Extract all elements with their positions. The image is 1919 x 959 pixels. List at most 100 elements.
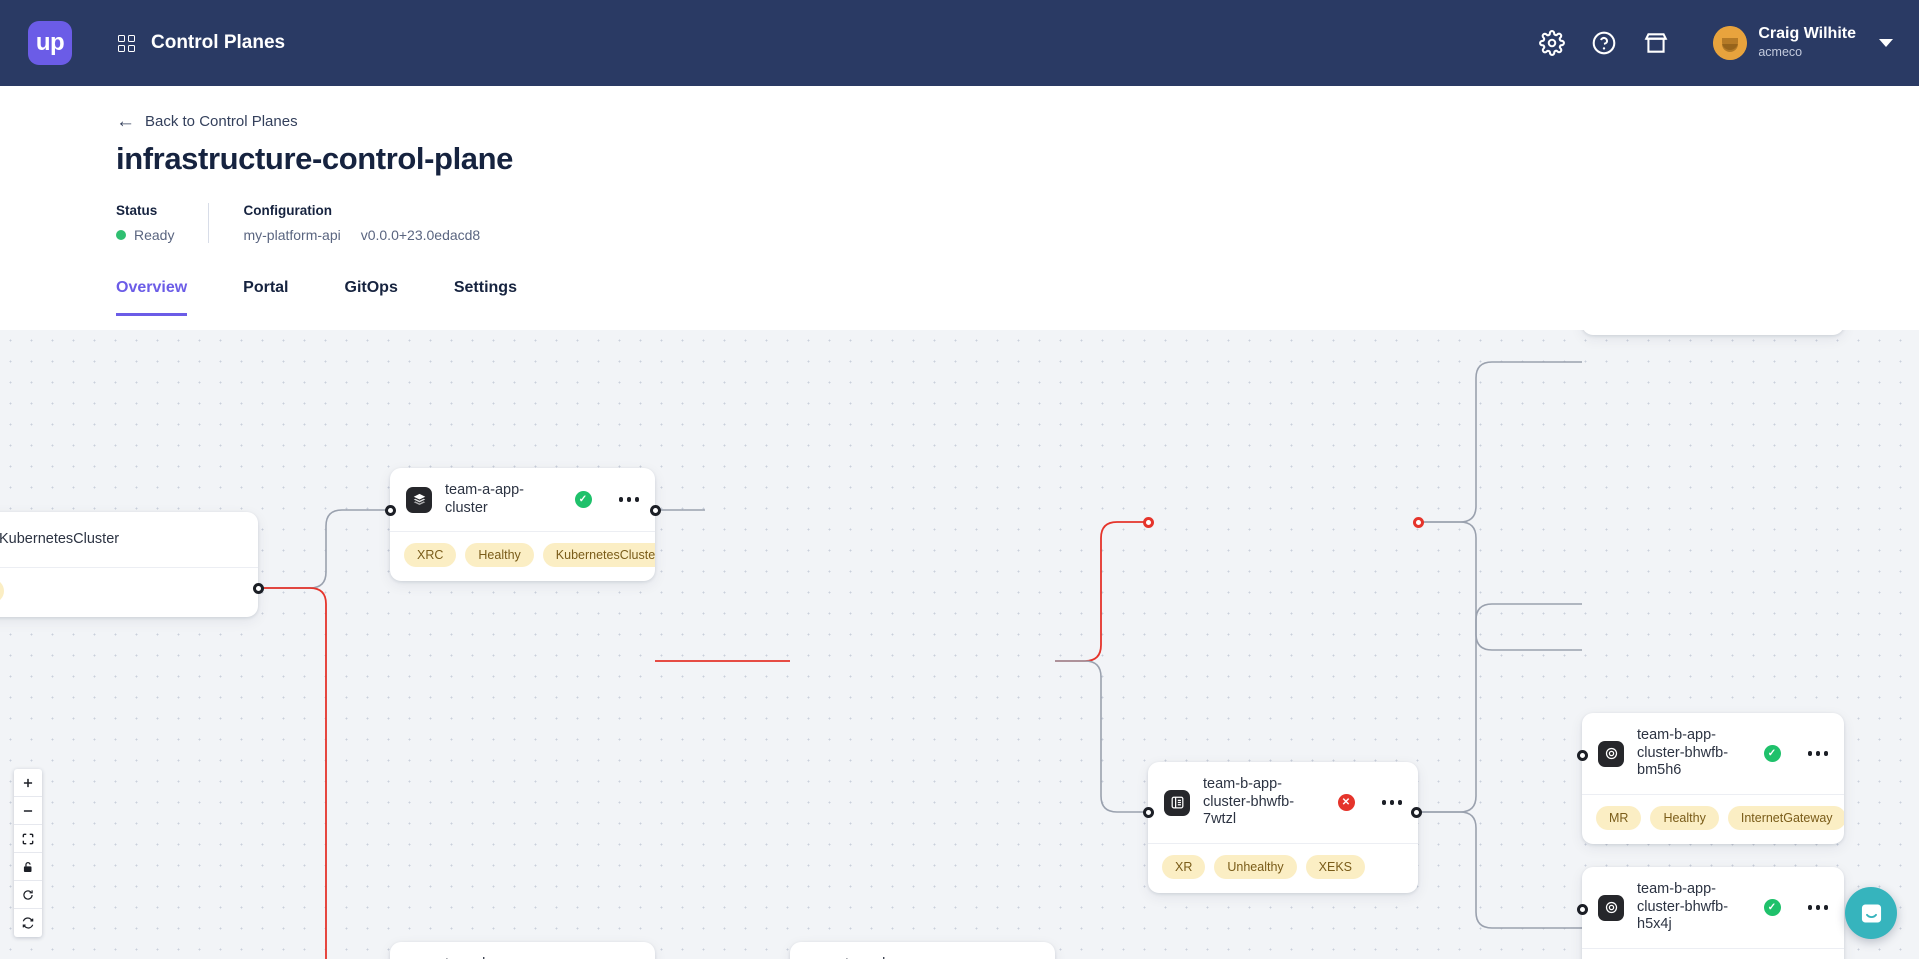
node-handle-right[interactable] bbox=[650, 505, 661, 516]
managed-resource-icon bbox=[1598, 894, 1624, 921]
resource-graph-canvas[interactable]: KubernetesCluster API team-a-app-cluster… bbox=[0, 330, 1919, 959]
node-header: team-b-app-cluster-bhwfb ✕ bbox=[790, 942, 1055, 959]
nav-right-group: Craig Wilhite acmeco bbox=[1539, 25, 1893, 62]
tab-gitops[interactable]: GitOps bbox=[344, 279, 398, 296]
node-badges: XR Unhealthy XEKS bbox=[1148, 844, 1418, 893]
badge: InternetGateway bbox=[1727, 806, 1844, 831]
logo-text: up bbox=[35, 29, 65, 56]
graph-node-team-b-app-cluster-bhwfb-7wtzl[interactable]: team-b-app-cluster-bhwfb-7wtzl ✕ XR Unhe… bbox=[1148, 762, 1418, 894]
gear-icon[interactable] bbox=[1539, 30, 1566, 56]
marketplace-icon[interactable] bbox=[1643, 30, 1669, 56]
node-handle-left[interactable] bbox=[1577, 750, 1588, 761]
composite-icon bbox=[1164, 789, 1190, 816]
node-header: team-b-app-cluster-bhwfb-7wtzl ✕ bbox=[1148, 762, 1418, 845]
badge: Unhealthy bbox=[1214, 855, 1297, 880]
badge: XRC bbox=[404, 543, 457, 568]
nav-title: Control Planes bbox=[151, 32, 286, 53]
sync-button[interactable] bbox=[14, 909, 42, 937]
zoom-out-button[interactable] bbox=[14, 797, 42, 825]
user-text: Craig Wilhite acmeco bbox=[1758, 25, 1856, 62]
node-header: team-b-app-cluster-bhwfb-h5x4j ✓ bbox=[1582, 867, 1844, 950]
zoom-in-button[interactable] bbox=[14, 769, 42, 797]
node-badges: API bbox=[0, 568, 258, 617]
status-healthy-icon: ✓ bbox=[1763, 899, 1781, 917]
configuration-column: Configuration my-platform-api v0.0.0+23.… bbox=[208, 203, 514, 243]
graph-node-team-b-app-cluster[interactable]: team-b-app-cluster ✕ XRC Unhealthy Kuber… bbox=[390, 942, 655, 959]
chat-icon bbox=[1861, 904, 1881, 922]
control-planes-nav-item[interactable]: Control Planes bbox=[118, 32, 285, 54]
arrow-left-icon: ← bbox=[116, 111, 135, 132]
tab-overview[interactable]: Overview bbox=[116, 269, 188, 316]
node-menu-button[interactable] bbox=[1807, 751, 1828, 756]
node-menu-button[interactable] bbox=[1807, 905, 1828, 910]
chevron-down-icon[interactable] bbox=[1879, 39, 1893, 47]
status-unhealthy-icon: ✕ bbox=[1337, 794, 1355, 812]
graph-controls bbox=[14, 769, 42, 937]
back-to-control-planes-link[interactable]: ← Back to Control Planes bbox=[116, 112, 298, 131]
top-navigation-bar: up Control Planes bbox=[0, 0, 1919, 86]
graph-node-clipped-top[interactable] bbox=[1582, 330, 1844, 335]
node-handle-right[interactable] bbox=[1413, 517, 1424, 528]
page-header: ← Back to Control Planes infrastructure-… bbox=[0, 86, 1919, 243]
back-link-label: Back to Control Planes bbox=[145, 113, 298, 130]
node-handle-right[interactable] bbox=[1411, 807, 1422, 818]
status-label: Status bbox=[116, 203, 158, 218]
node-menu-button[interactable] bbox=[618, 497, 639, 502]
managed-resource-icon bbox=[1598, 740, 1624, 767]
node-handle-left[interactable] bbox=[1143, 807, 1154, 818]
metadata-row: Status Ready Configuration my-platform-a… bbox=[116, 203, 1919, 243]
avatar bbox=[1713, 26, 1748, 60]
node-title: team-b-app-cluster-bhwfb-7wtzl bbox=[1203, 776, 1295, 828]
configuration-name: my-platform-api bbox=[243, 227, 341, 243]
status-healthy-icon: ✓ bbox=[574, 491, 592, 509]
node-title: team-b-app-cluster-bhwfb-bm5h6 bbox=[1637, 727, 1729, 779]
question-circle-icon[interactable] bbox=[1591, 30, 1617, 56]
configuration-version: v0.0.0+23.0edacd8 bbox=[360, 227, 481, 243]
node-header: team-b-app-cluster ✕ bbox=[390, 942, 655, 959]
status-dot-icon bbox=[116, 230, 126, 240]
badge: MR bbox=[1596, 806, 1642, 831]
node-menu-button[interactable] bbox=[1381, 800, 1402, 805]
node-title: team-b-app-cluster-bhwfb-h5x4j bbox=[1637, 881, 1729, 933]
node-header: KubernetesCluster bbox=[0, 512, 258, 568]
user-org: acmeco bbox=[1758, 45, 1803, 59]
node-badges: MR Healthy InternetGateway bbox=[1582, 795, 1844, 844]
fit-view-button[interactable] bbox=[14, 825, 42, 853]
node-badges: MR Healthy MainRouteTableAssociation bbox=[1582, 949, 1844, 959]
status-healthy-icon: ✓ bbox=[1763, 745, 1781, 763]
badge: Healthy bbox=[465, 543, 534, 568]
tab-settings[interactable]: Settings bbox=[453, 279, 517, 296]
user-name: Craig Wilhite bbox=[1758, 24, 1856, 42]
node-header: team-a-app-cluster ✓ bbox=[390, 468, 655, 533]
upbound-logo[interactable]: up bbox=[28, 21, 72, 65]
node-handle-left[interactable] bbox=[1143, 517, 1154, 528]
node-title: team-b-app-cluster-bhwfb bbox=[845, 956, 962, 959]
node-title: team-b-app-cluster bbox=[445, 956, 562, 959]
layers-icon bbox=[406, 486, 432, 513]
badge: API bbox=[0, 579, 5, 603]
graph-node-team-b-app-cluster-bhwfb-bm5h6[interactable]: team-b-app-cluster-bhwfb-bm5h6 ✓ MR Heal… bbox=[1582, 713, 1844, 845]
node-handle-right[interactable] bbox=[253, 583, 264, 594]
graph-node-team-b-app-cluster-bhwfb[interactable]: team-b-app-cluster-bhwfb ✕ XR Unhealthy … bbox=[790, 942, 1055, 959]
tab-bar: Overview Portal GitOps Settings bbox=[0, 269, 1919, 316]
node-header: team-b-app-cluster-bhwfb-bm5h6 ✓ bbox=[1582, 713, 1844, 796]
user-menu[interactable]: Craig Wilhite acmeco bbox=[1713, 25, 1893, 62]
badge: XEKS bbox=[1305, 855, 1366, 880]
graph-node-team-b-app-cluster-bhwfb-h5x4j[interactable]: team-b-app-cluster-bhwfb-h5x4j ✓ MR Heal… bbox=[1582, 867, 1844, 959]
status-badge: Ready bbox=[116, 227, 174, 243]
graph-node-kubernetescluster[interactable]: KubernetesCluster API bbox=[0, 512, 258, 617]
status-column: Status Ready bbox=[116, 203, 208, 243]
lock-button[interactable] bbox=[14, 853, 42, 881]
node-badges: XRC Healthy KubernetesCluster bbox=[390, 532, 655, 581]
tab-portal[interactable]: Portal bbox=[243, 279, 289, 296]
node-handle-left[interactable] bbox=[385, 505, 396, 516]
node-title: team-a-app-cluster bbox=[445, 482, 524, 516]
refresh-button[interactable] bbox=[14, 881, 42, 909]
chat-launcher-button[interactable] bbox=[1845, 887, 1897, 939]
badge: XR bbox=[1162, 855, 1206, 880]
grid-icon bbox=[118, 34, 138, 52]
node-handle-left[interactable] bbox=[1577, 904, 1588, 915]
configuration-value: my-platform-api v0.0.0+23.0edacd8 bbox=[243, 227, 480, 243]
graph-node-team-a-app-cluster[interactable]: team-a-app-cluster ✓ XRC Healthy Kuberne… bbox=[390, 468, 655, 582]
node-title: KubernetesCluster bbox=[0, 530, 120, 547]
